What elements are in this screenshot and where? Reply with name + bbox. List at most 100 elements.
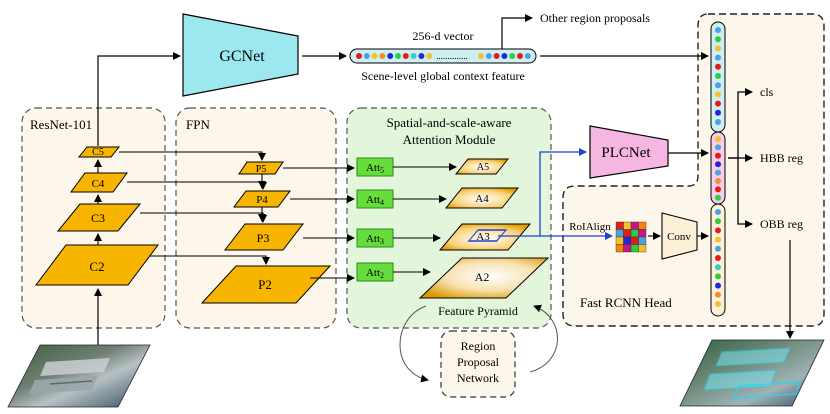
fpn-title: FPN [186, 117, 210, 132]
other-proposals-arrow [501, 14, 533, 49]
global-context-vector [349, 48, 537, 64]
vector-dot [371, 53, 378, 59]
column-dot [715, 194, 721, 201]
column-dot [715, 144, 721, 151]
column-dot [715, 36, 721, 43]
column-dot [715, 169, 721, 176]
vector-dot [493, 53, 500, 59]
roi-grid-cell [630, 236, 639, 245]
vector-dots-right [478, 53, 531, 59]
att5-sub: 5 [380, 166, 384, 175]
fpn-p4: P4 [233, 190, 291, 208]
resnet-title: ResNet-101 [30, 117, 92, 132]
fpn-p3: P3 [223, 223, 305, 251]
rpn-to-pyramid-arrow [529, 304, 558, 373]
rpn-line3: Network [457, 371, 499, 385]
roi-grid-cell [615, 236, 624, 245]
c2-to-p2-arrow [150, 255, 270, 265]
vector-dot [426, 53, 433, 59]
roi-grid-cell [623, 244, 632, 253]
input-aerial-image [7, 344, 151, 408]
vector-dot [363, 53, 370, 59]
fpn-p2: P2 [200, 265, 332, 304]
column-dot [715, 282, 721, 289]
column-dot [715, 186, 721, 193]
roi-grid-cell [630, 244, 639, 253]
feature-a5: A5 [454, 158, 510, 175]
vector-dot [410, 53, 417, 59]
attention-title-line1: Spatial-and-scale-aware [387, 115, 512, 130]
column-dot [715, 301, 721, 307]
vector-dot [517, 53, 523, 59]
obb-arrow [737, 158, 753, 228]
column-dot [715, 109, 721, 116]
vector-dot [524, 53, 531, 59]
vector-top-label: 256-d vector [413, 29, 474, 43]
a5-label: A5 [477, 162, 489, 173]
gcnet-label: GCNet [219, 48, 265, 65]
svg-text:Att5: Att5 [366, 162, 384, 175]
gcnet-block [182, 13, 299, 97]
feature-a4: A4 [444, 187, 520, 209]
a4-label: A4 [475, 193, 489, 205]
roi-feature-grid [615, 221, 647, 253]
column-dot [715, 245, 721, 252]
att3-sub: 3 [380, 237, 384, 246]
att5-block: Att5 [356, 157, 394, 177]
column-dot [715, 63, 721, 70]
column-dot [715, 119, 721, 125]
result-aerial-image [679, 339, 825, 407]
pyramid-to-rpn-arrow [399, 305, 429, 383]
svg-text:Att2: Att2 [366, 267, 384, 280]
rpn-line1: Region [461, 339, 496, 353]
att3-base: Att [366, 233, 380, 245]
column-dot [715, 73, 721, 79]
c5-to-p5-arrow [119, 151, 266, 161]
plcnet-block [589, 125, 669, 179]
output-cls: cls [760, 85, 774, 99]
conv-label: Conv [667, 231, 691, 243]
svg-text:Att4: Att4 [366, 194, 384, 207]
column-vector-dots [715, 27, 721, 307]
roi-grid-cell [638, 221, 647, 230]
vector-bottom-label: Scene-level global context feature [361, 69, 525, 83]
c3-label: C3 [91, 211, 105, 225]
output-obb: OBB reg [760, 217, 803, 231]
vector-dot [356, 53, 362, 59]
roi-grid-cell [615, 244, 624, 253]
att4-block: Att4 [356, 189, 394, 209]
vector-dot [501, 53, 508, 59]
c4-label: C4 [92, 178, 105, 190]
c5-to-gcnet-arrow [97, 52, 181, 146]
column-dot [715, 264, 721, 271]
column-dot [715, 136, 721, 142]
column-dot [715, 218, 721, 225]
roi-grid-cell [638, 236, 647, 245]
output-hbb: HBB reg [760, 151, 803, 165]
column-dot [715, 161, 721, 168]
vector-dots-left [356, 53, 433, 59]
fpn-p5: P5 [238, 161, 284, 175]
vector-dot [485, 53, 492, 59]
resnet-c5: C5 [77, 146, 121, 158]
roi-grid-cell [623, 236, 632, 245]
column-dot [715, 209, 721, 215]
column-dot [715, 273, 721, 280]
p2-label: P2 [258, 277, 272, 292]
p4-label: P4 [256, 194, 268, 206]
vector-dot [478, 53, 484, 59]
resnet-c2: C2 [35, 244, 159, 286]
column-dot [715, 178, 721, 184]
roi-grid-cell [615, 221, 624, 230]
a3-label: A3 [476, 231, 490, 243]
p3-label: P3 [257, 231, 270, 245]
column-dot [715, 291, 721, 298]
roi-grid-cell [623, 229, 632, 238]
column-dot [715, 82, 721, 89]
column-dot [715, 236, 721, 243]
att5-base: Att [366, 162, 380, 174]
p5-label: P5 [256, 164, 267, 175]
roi-grid-cell [638, 244, 647, 253]
